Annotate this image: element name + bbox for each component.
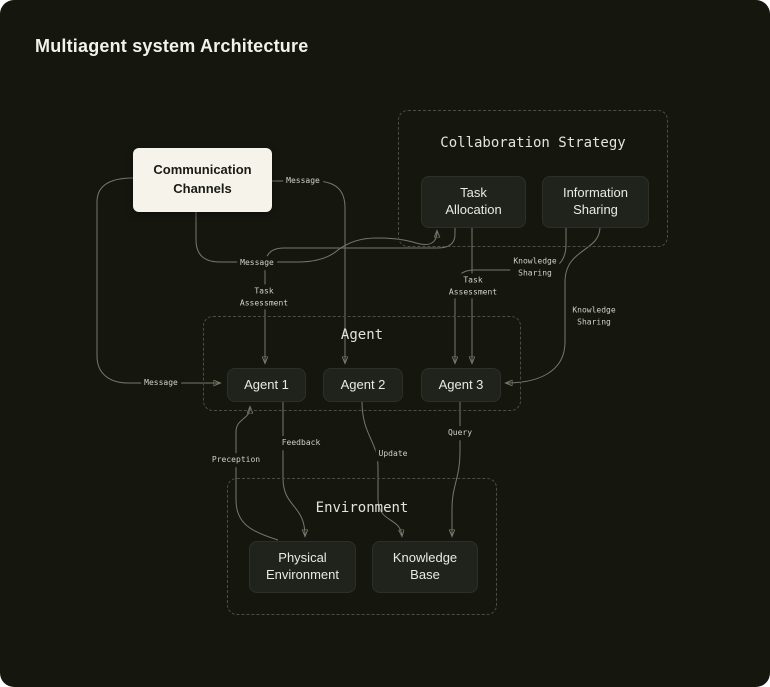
edge-label-message-to-agent1: Message bbox=[141, 376, 181, 390]
edge-message-cc-to-agent1 bbox=[96, 177, 220, 383]
node-knowledge-base[interactable]: Knowledge Base bbox=[372, 541, 478, 593]
node-agent-1[interactable]: Agent 1 bbox=[227, 368, 306, 402]
group-collaboration-strategy[interactable]: Collaboration Strategy Task Allocation I… bbox=[398, 110, 668, 247]
node-communication-channels[interactable]: Communication Channels bbox=[133, 148, 272, 212]
group-agent[interactable]: Agent Agent 1 Agent 2 Agent 3 bbox=[203, 316, 521, 411]
node-information-sharing[interactable]: Information Sharing bbox=[542, 176, 649, 228]
group-title-agent: Agent bbox=[340, 327, 384, 343]
edge-label-message-to-collab: Message bbox=[283, 174, 323, 188]
group-title-environment: Environment bbox=[315, 500, 409, 516]
edge-query-agent3-to-kb bbox=[452, 401, 461, 536]
edge-label-update: Update bbox=[375, 447, 411, 461]
edge-message-cc-to-task-allocation bbox=[195, 212, 437, 263]
edge-label-knowledge-sharing-upper: Knowledge Sharing bbox=[510, 254, 560, 280]
edge-label-message-mid: Message bbox=[237, 256, 277, 270]
edge-label-preception: Preception bbox=[208, 453, 264, 467]
edge-label-knowledge-sharing-right: Knowledge Sharing bbox=[569, 303, 619, 329]
edge-preception-env-to-agent1 bbox=[235, 407, 279, 541]
edge-feedback-agent1-to-env bbox=[282, 401, 305, 536]
node-physical-environment[interactable]: Physical Environment bbox=[249, 541, 356, 593]
group-environment[interactable]: Environment Physical Environment Knowled… bbox=[227, 478, 497, 615]
node-task-allocation[interactable]: Task Allocation bbox=[421, 176, 526, 228]
edge-label-task-assessment-right: Task Assessment bbox=[445, 273, 501, 299]
group-title-collaboration-strategy: Collaboration Strategy bbox=[440, 135, 626, 151]
page-title: Multiagent system Architecture bbox=[35, 36, 309, 56]
edge-update-agent2-to-kb bbox=[361, 400, 402, 536]
edge-label-query: Query bbox=[444, 426, 476, 440]
edge-knowledge-sharing-to-agent3-right bbox=[506, 226, 601, 383]
node-agent-2[interactable]: Agent 2 bbox=[323, 368, 403, 402]
edge-label-task-assessment-left: Task Assessment bbox=[236, 284, 292, 310]
node-agent-3[interactable]: Agent 3 bbox=[421, 368, 501, 402]
edge-label-feedback: Feedback bbox=[278, 436, 324, 450]
